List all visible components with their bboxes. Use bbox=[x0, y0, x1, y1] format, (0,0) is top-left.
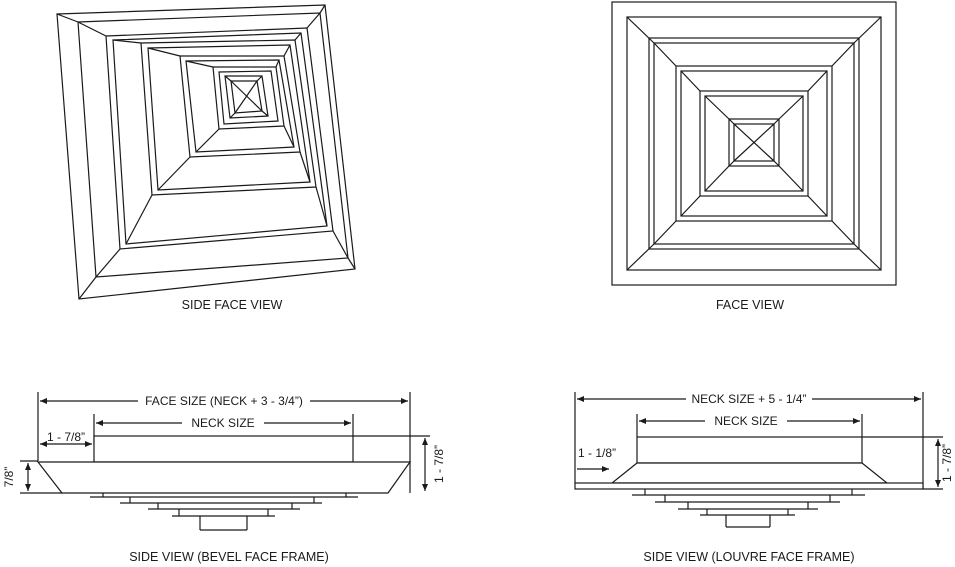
dim-neck-size-bevel: NECK SIZE bbox=[191, 416, 254, 430]
dim-offset-bevel: 1 - 7/8” bbox=[47, 430, 85, 444]
dim-frame-height-bevel: 7/8” bbox=[2, 467, 16, 488]
side-face-view-drawing bbox=[56, 4, 356, 300]
caption-side-face-view: SIDE FACE VIEW bbox=[182, 298, 283, 312]
dim-overall-louvre: NECK SIZE + 5 - 1/4” bbox=[691, 392, 806, 406]
caption-side-view-bevel: SIDE VIEW (BEVEL FACE FRAME) bbox=[129, 550, 329, 564]
dim-total-height-louvre: 1 - 7/8” bbox=[940, 444, 954, 482]
dim-face-size: FACE SIZE (NECK + 3 - 3/4”) bbox=[145, 394, 303, 408]
face-view-drawing bbox=[611, 1, 897, 286]
dim-neck-size-louvre: NECK SIZE bbox=[714, 414, 777, 428]
dim-total-height-bevel: 1 - 7/8” bbox=[432, 445, 446, 483]
caption-face-view: FACE VIEW bbox=[716, 298, 784, 312]
caption-side-view-louvre: SIDE VIEW (LOUVRE FACE FRAME) bbox=[643, 550, 854, 564]
dim-offset-louvre: 1 - 1/8” bbox=[578, 446, 616, 460]
side-view-bevel-drawing bbox=[20, 392, 430, 531]
side-view-louvre-drawing bbox=[574, 392, 943, 528]
